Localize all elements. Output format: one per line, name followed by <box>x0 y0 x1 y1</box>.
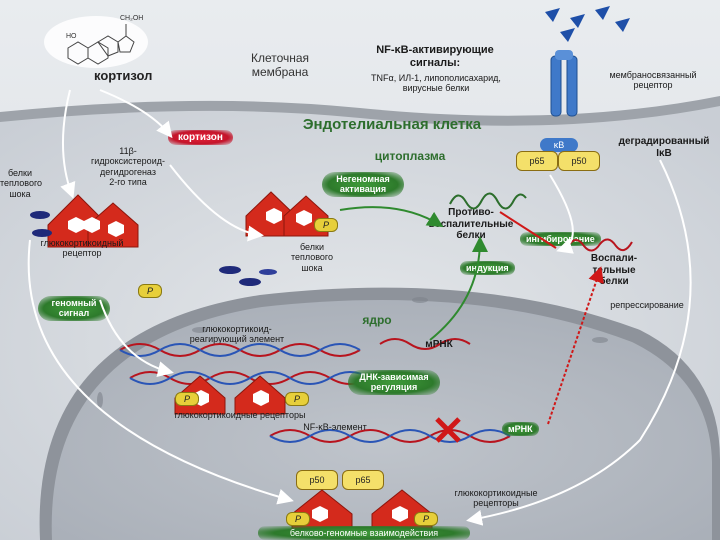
cell-membrane-label: Клеточная мембрана <box>250 51 310 79</box>
cytoplasm-label: цитоплазма <box>374 149 446 163</box>
kb-label: κB <box>553 140 565 150</box>
mrna-label-top: мРНК <box>425 339 453 350</box>
gc-receptors-mid-label: глюкокортикоидные рецепторы <box>174 410 306 420</box>
p50-protein-bottom: p50 <box>296 470 338 490</box>
heat-shock-protein-icons <box>219 266 277 286</box>
nongenomic-activation-label: Негеномная активация <box>322 172 404 197</box>
heat-shock-proteins-mid: белки теплового шока <box>290 242 334 273</box>
inflammatory-proteins-label: Воспали- тельные белки <box>590 253 638 287</box>
ikb-protein: κB <box>540 138 578 152</box>
heat-shock-proteins-left: белки теплового шока <box>0 168 43 199</box>
phospho-badge-left: P <box>138 284 162 298</box>
phospho-badge-dna-1: P <box>175 392 199 406</box>
nfkb-signal-triangles <box>545 6 630 42</box>
genomic-signal-label: геномный сигнал <box>38 296 110 321</box>
induction-label: индукция <box>460 261 515 276</box>
nfkb-signals-list: TNFα, ИЛ-1, липополисахарид, вирусные бе… <box>371 73 501 94</box>
phospho-badge-bottom-right: P <box>414 512 438 526</box>
phospho-badge-bottom-left: P <box>286 512 310 526</box>
dna-dependent-regulation-label: ДНК-зависимая регуляция <box>348 370 440 395</box>
inflammatory-protein-icon <box>567 238 633 252</box>
svg-text:CH₂OH: CH₂OH <box>120 15 143 22</box>
gre-label: глюкокортикоид- реагирующий элемент <box>189 324 285 345</box>
nucleus-label: ядро <box>362 313 392 327</box>
blocked-x-icon <box>435 417 461 443</box>
anti-inflammatory-protein-icon <box>449 192 527 210</box>
nfkb-signals-title: NF-κB-активирующие сигналы: <box>376 44 494 69</box>
anti-inflammatory-label: Противо- воспалительные белки <box>428 207 514 241</box>
protein-genomic-interactions-label: белково-геномные взаимодействия <box>258 526 470 540</box>
hsd11b2-label: 11β- гидроксистероид- дегидрогеназ 2-го … <box>91 146 165 188</box>
membrane-receptor-label: мембраносвязанный рецептор <box>609 70 697 91</box>
cortisol-label-top: кортизол <box>94 68 153 83</box>
membrane-receptor-icon <box>550 50 578 117</box>
nfkb-element-label: NF-κB-элемент <box>303 422 367 432</box>
degraded-ikb-label: деградированный IκB <box>618 136 710 159</box>
cortisone-label: кортизон <box>168 130 233 145</box>
gc-receptors-bottom-label: глюкокортикоидные рецепторы <box>454 488 538 509</box>
p50-protein-top: p50 <box>558 151 600 171</box>
glucocorticoid-receptor-complex-left <box>30 194 139 248</box>
endothelial-cell-title: Эндотелиальная клетка <box>302 116 482 133</box>
phospho-badge-mid: P <box>314 218 338 232</box>
repression-label: репрессирование <box>610 300 684 310</box>
svg-text:HO: HO <box>66 33 77 40</box>
mrna-label-right: мРНК <box>502 422 539 437</box>
p65-protein-bottom: p65 <box>342 470 384 490</box>
phospho-badge-dna-2: P <box>285 392 309 406</box>
gc-receptor-label: глюкокортикоидный рецептор <box>40 238 124 259</box>
glucocorticoid-receptor-complex-mid <box>245 191 329 237</box>
cortisol-molecule: HO CH₂OH <box>44 15 148 68</box>
p65-protein-top: p65 <box>516 151 558 171</box>
